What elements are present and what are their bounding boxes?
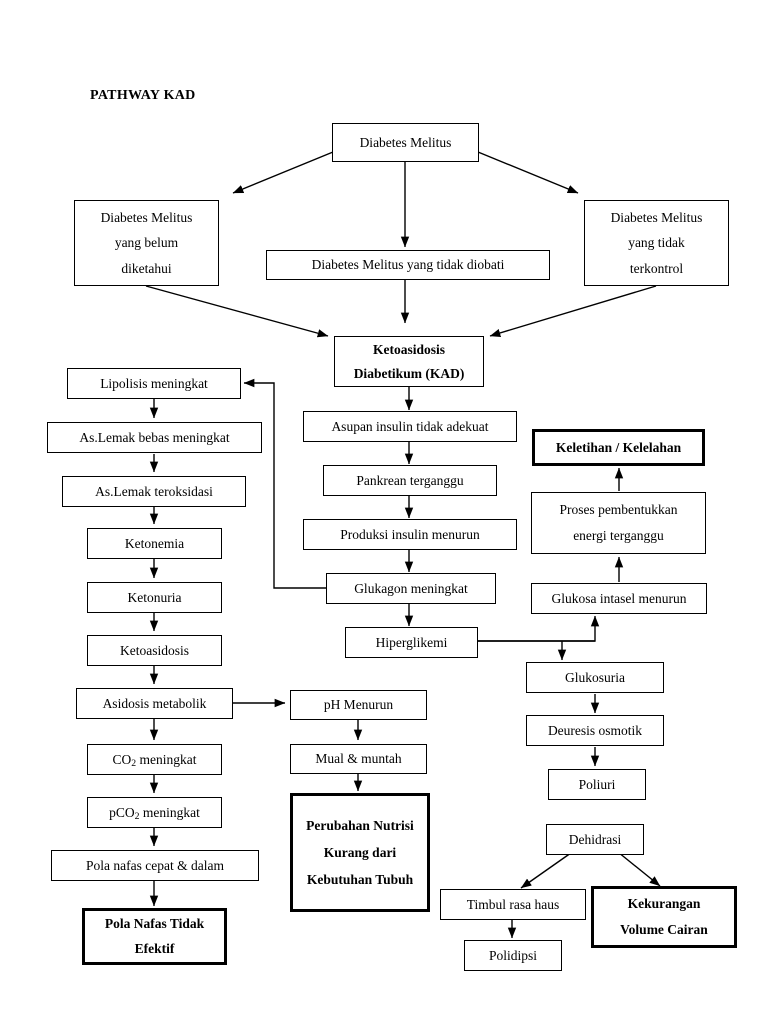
node-label: As.Lemak teroksidasi xyxy=(95,483,213,499)
node-ketoasidosis[interactable]: Ketoasidosis xyxy=(87,635,222,666)
node-pankrean-terganggu[interactable]: Pankrean terganggu xyxy=(323,465,497,496)
node-glukosa-intasel-menurun[interactable]: Glukosa intasel menurun xyxy=(531,583,707,614)
node-label: Diabetes Melitus xyxy=(359,134,452,150)
node-ketonemia[interactable]: Ketonemia xyxy=(87,528,222,559)
node-label-line-1: Kekurangan xyxy=(627,896,701,912)
node-aslemak-teroksidasi[interactable]: As.Lemak teroksidasi xyxy=(62,476,246,507)
node-label: Glukagon meningkat xyxy=(354,580,468,596)
node-kekurangan-volume-cairan[interactable]: Kekurangan Volume Cairan xyxy=(591,886,737,948)
node-label: Diabetes Melitus yang tidak diobati xyxy=(311,257,505,273)
node-label-line-2: Kurang dari xyxy=(323,845,397,860)
node-glukosuria[interactable]: Glukosuria xyxy=(526,662,664,693)
node-label: Deuresis osmotik xyxy=(547,722,643,738)
node-dm-belum-diketahui[interactable]: Diabetes Melitus yang belum diketahui xyxy=(74,200,219,286)
node-dehidrasi[interactable]: Dehidrasi xyxy=(546,824,644,855)
node-label-line-1: Diabetes Melitus xyxy=(610,209,703,225)
node-label: Dehidrasi xyxy=(568,831,622,847)
node-proses-pembentukkan-energi[interactable]: Proses pembentukkan energi terganggu xyxy=(531,492,706,554)
node-label: CO2 meningkat xyxy=(112,751,197,770)
node-diabetes-melitus[interactable]: Diabetes Melitus xyxy=(332,123,479,162)
node-label-line-2: Volume Cairan xyxy=(620,922,708,937)
node-label: Pankrean terganggu xyxy=(356,472,464,488)
node-pco2-meningkat[interactable]: pCO2 meningkat xyxy=(87,797,222,828)
node-asidosis-metabolik[interactable]: Asidosis metabolik xyxy=(76,688,233,719)
node-label: Keletihan / Kelelahan xyxy=(555,439,682,455)
node-label: pH Menurun xyxy=(323,697,394,713)
node-label: Hiperglikemi xyxy=(375,634,448,650)
node-timbul-rasa-haus[interactable]: Timbul rasa haus xyxy=(440,889,586,920)
node-label: pCO2 meningkat xyxy=(109,804,200,823)
node-label-line-1: Diabetes Melitus xyxy=(100,209,193,225)
node-label: Ketoasidosis xyxy=(120,642,189,658)
node-label: Produksi insulin menurun xyxy=(340,526,480,542)
node-produksi-insulin-menurun[interactable]: Produksi insulin menurun xyxy=(303,519,517,550)
node-label: Ketonemia xyxy=(124,535,185,551)
node-label: Lipolisis meningkat xyxy=(100,375,208,391)
node-label-line-2: Efektif xyxy=(134,940,175,956)
node-ketonuria[interactable]: Ketonuria xyxy=(87,582,222,613)
node-glukagon-meningkat[interactable]: Glukagon meningkat xyxy=(326,573,496,604)
node-hiperglikemi[interactable]: Hiperglikemi xyxy=(345,627,478,658)
node-mual-muntah[interactable]: Mual & muntah xyxy=(290,744,427,774)
node-label: Asupan insulin tidak adekuat xyxy=(331,418,489,434)
node-label-line-1: Perubahan Nutrisi xyxy=(306,818,414,833)
node-deuresis-osmotik[interactable]: Deuresis osmotik xyxy=(526,715,664,746)
node-co2-meningkat[interactable]: CO2 meningkat xyxy=(87,744,222,775)
node-pola-nafas-tidak-efektif[interactable]: Pola Nafas Tidak Efektif xyxy=(82,908,227,965)
node-lipolisis-meningkat[interactable]: Lipolisis meningkat xyxy=(67,368,241,399)
node-label: Timbul rasa haus xyxy=(466,896,560,912)
node-polidipsi[interactable]: Polidipsi xyxy=(464,940,562,971)
node-dm-tidak-diobati[interactable]: Diabetes Melitus yang tidak diobati xyxy=(266,250,550,280)
node-poliuri[interactable]: Poliuri xyxy=(548,769,646,800)
page-title: PATHWAY KAD xyxy=(90,88,196,103)
node-dm-tidak-terkontrol[interactable]: Diabetes Melitus yang tidak terkontrol xyxy=(584,200,729,286)
node-label: Glukosa intasel menurun xyxy=(551,590,687,606)
node-label-line-1: Proses pembentukkan xyxy=(559,502,678,518)
node-label: Mual & muntah xyxy=(315,751,402,767)
node-ph-menurun[interactable]: pH Menurun xyxy=(290,690,427,720)
node-aslemak-bebas-meningkat[interactable]: As.Lemak bebas meningkat xyxy=(47,422,262,453)
node-label: Polidipsi xyxy=(488,947,537,963)
node-pola-nafas-cepat-dalam[interactable]: Pola nafas cepat & dalam xyxy=(51,850,259,881)
node-label-line-2: yang tidak xyxy=(628,235,685,251)
node-asupan-insulin-tidak-adekuat[interactable]: Asupan insulin tidak adekuat xyxy=(303,411,517,442)
node-perubahan-nutrisi[interactable]: Perubahan Nutrisi Kurang dari Kebutuhan … xyxy=(290,793,430,912)
node-label: Asidosis metabolik xyxy=(102,695,207,711)
node-label: Glukosuria xyxy=(565,669,625,685)
node-label: Poliuri xyxy=(578,776,616,792)
node-label: Pola nafas cepat & dalam xyxy=(86,857,224,873)
node-label-line-2: Diabetikum (KAD) xyxy=(353,365,465,381)
node-label-line-3: terkontrol xyxy=(629,260,684,276)
node-label-line-2: yang belum xyxy=(114,235,179,251)
node-label-line-2: energi terganggu xyxy=(573,528,664,543)
node-label-line-1: Ketoasidosis xyxy=(372,341,445,357)
node-ketoasidosis-diabetikum[interactable]: Ketoasidosis Diabetikum (KAD) xyxy=(334,336,484,387)
node-label-line-1: Pola Nafas Tidak xyxy=(104,915,205,931)
node-keletihan-kelelahan[interactable]: Keletihan / Kelelahan xyxy=(532,429,705,466)
node-label: Ketonuria xyxy=(127,589,182,605)
node-label: As.Lemak bebas meningkat xyxy=(79,429,230,445)
node-label-line-3: diketahui xyxy=(121,260,172,276)
node-label-line-3: Kebutuhan Tubuh xyxy=(306,872,414,887)
